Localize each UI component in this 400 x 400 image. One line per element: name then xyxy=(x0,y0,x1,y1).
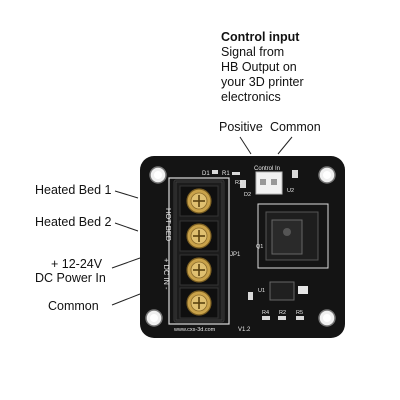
leader-dc-power xyxy=(111,257,141,269)
label-heated-bed-1: Heated Bed 1 xyxy=(35,183,112,197)
mounting-holes xyxy=(145,166,336,327)
silk-hot-bed: HOT BED xyxy=(164,208,173,242)
label-positive: Positive xyxy=(219,120,263,134)
silk-control-in: Control In xyxy=(254,166,280,172)
label-common-top: Common xyxy=(270,120,321,134)
control-input-desc-4: electronics xyxy=(221,90,281,104)
silkscreen-text: HOT BED + DC IN - Control In JP1 D1 R1 R… xyxy=(162,166,303,333)
terminal-screw xyxy=(179,185,219,217)
silk-d2: D2 xyxy=(244,192,251,198)
terminal-screw xyxy=(179,254,219,286)
label-dc-power-1: + 12-24V xyxy=(51,257,103,271)
leader-common-top xyxy=(277,136,293,155)
silk-r2: R2 xyxy=(279,310,286,316)
smd-parts xyxy=(212,170,304,320)
leader-common-bottom xyxy=(111,293,141,306)
silk-d1: D1 xyxy=(202,171,210,177)
silk-r5: R5 xyxy=(296,310,303,316)
label-common-bottom: Common xyxy=(48,299,99,313)
terminal-screw xyxy=(179,220,219,252)
silk-u2: U2 xyxy=(287,188,294,194)
silk-version: V1.2 xyxy=(238,327,251,333)
silk-jp1: JP1 xyxy=(230,252,241,258)
silk-dc-in: + DC IN - xyxy=(162,258,171,290)
leader-lines xyxy=(111,136,293,306)
label-heated-bed-2: Heated Bed 2 xyxy=(35,215,112,229)
leader-positive xyxy=(239,136,252,155)
terminal-screw xyxy=(179,287,219,319)
leader-heated-bed-2 xyxy=(114,222,139,232)
label-dc-power-2: DC Power In xyxy=(35,271,106,285)
terminal-screws xyxy=(179,185,219,319)
control-connector xyxy=(255,171,283,195)
control-input-desc-2: HB Output on xyxy=(221,60,297,74)
silk-website: www.cxs-3d.com xyxy=(173,327,216,333)
ic-u1 xyxy=(269,281,308,301)
silk-u1: U1 xyxy=(258,288,265,294)
mosfet-q1 xyxy=(257,203,329,269)
control-input-desc-3: your 3D printer xyxy=(221,75,304,89)
silk-r3: R3 xyxy=(235,180,242,186)
control-input-desc-1: Signal from xyxy=(221,45,285,59)
silk-r1: R1 xyxy=(222,171,230,177)
terminal-silk-outline xyxy=(168,177,230,325)
leader-heated-bed-1 xyxy=(114,190,139,199)
silk-q1: Q1 xyxy=(256,244,263,250)
silk-r4: R4 xyxy=(262,310,269,316)
control-input-title: Control input xyxy=(221,30,300,44)
